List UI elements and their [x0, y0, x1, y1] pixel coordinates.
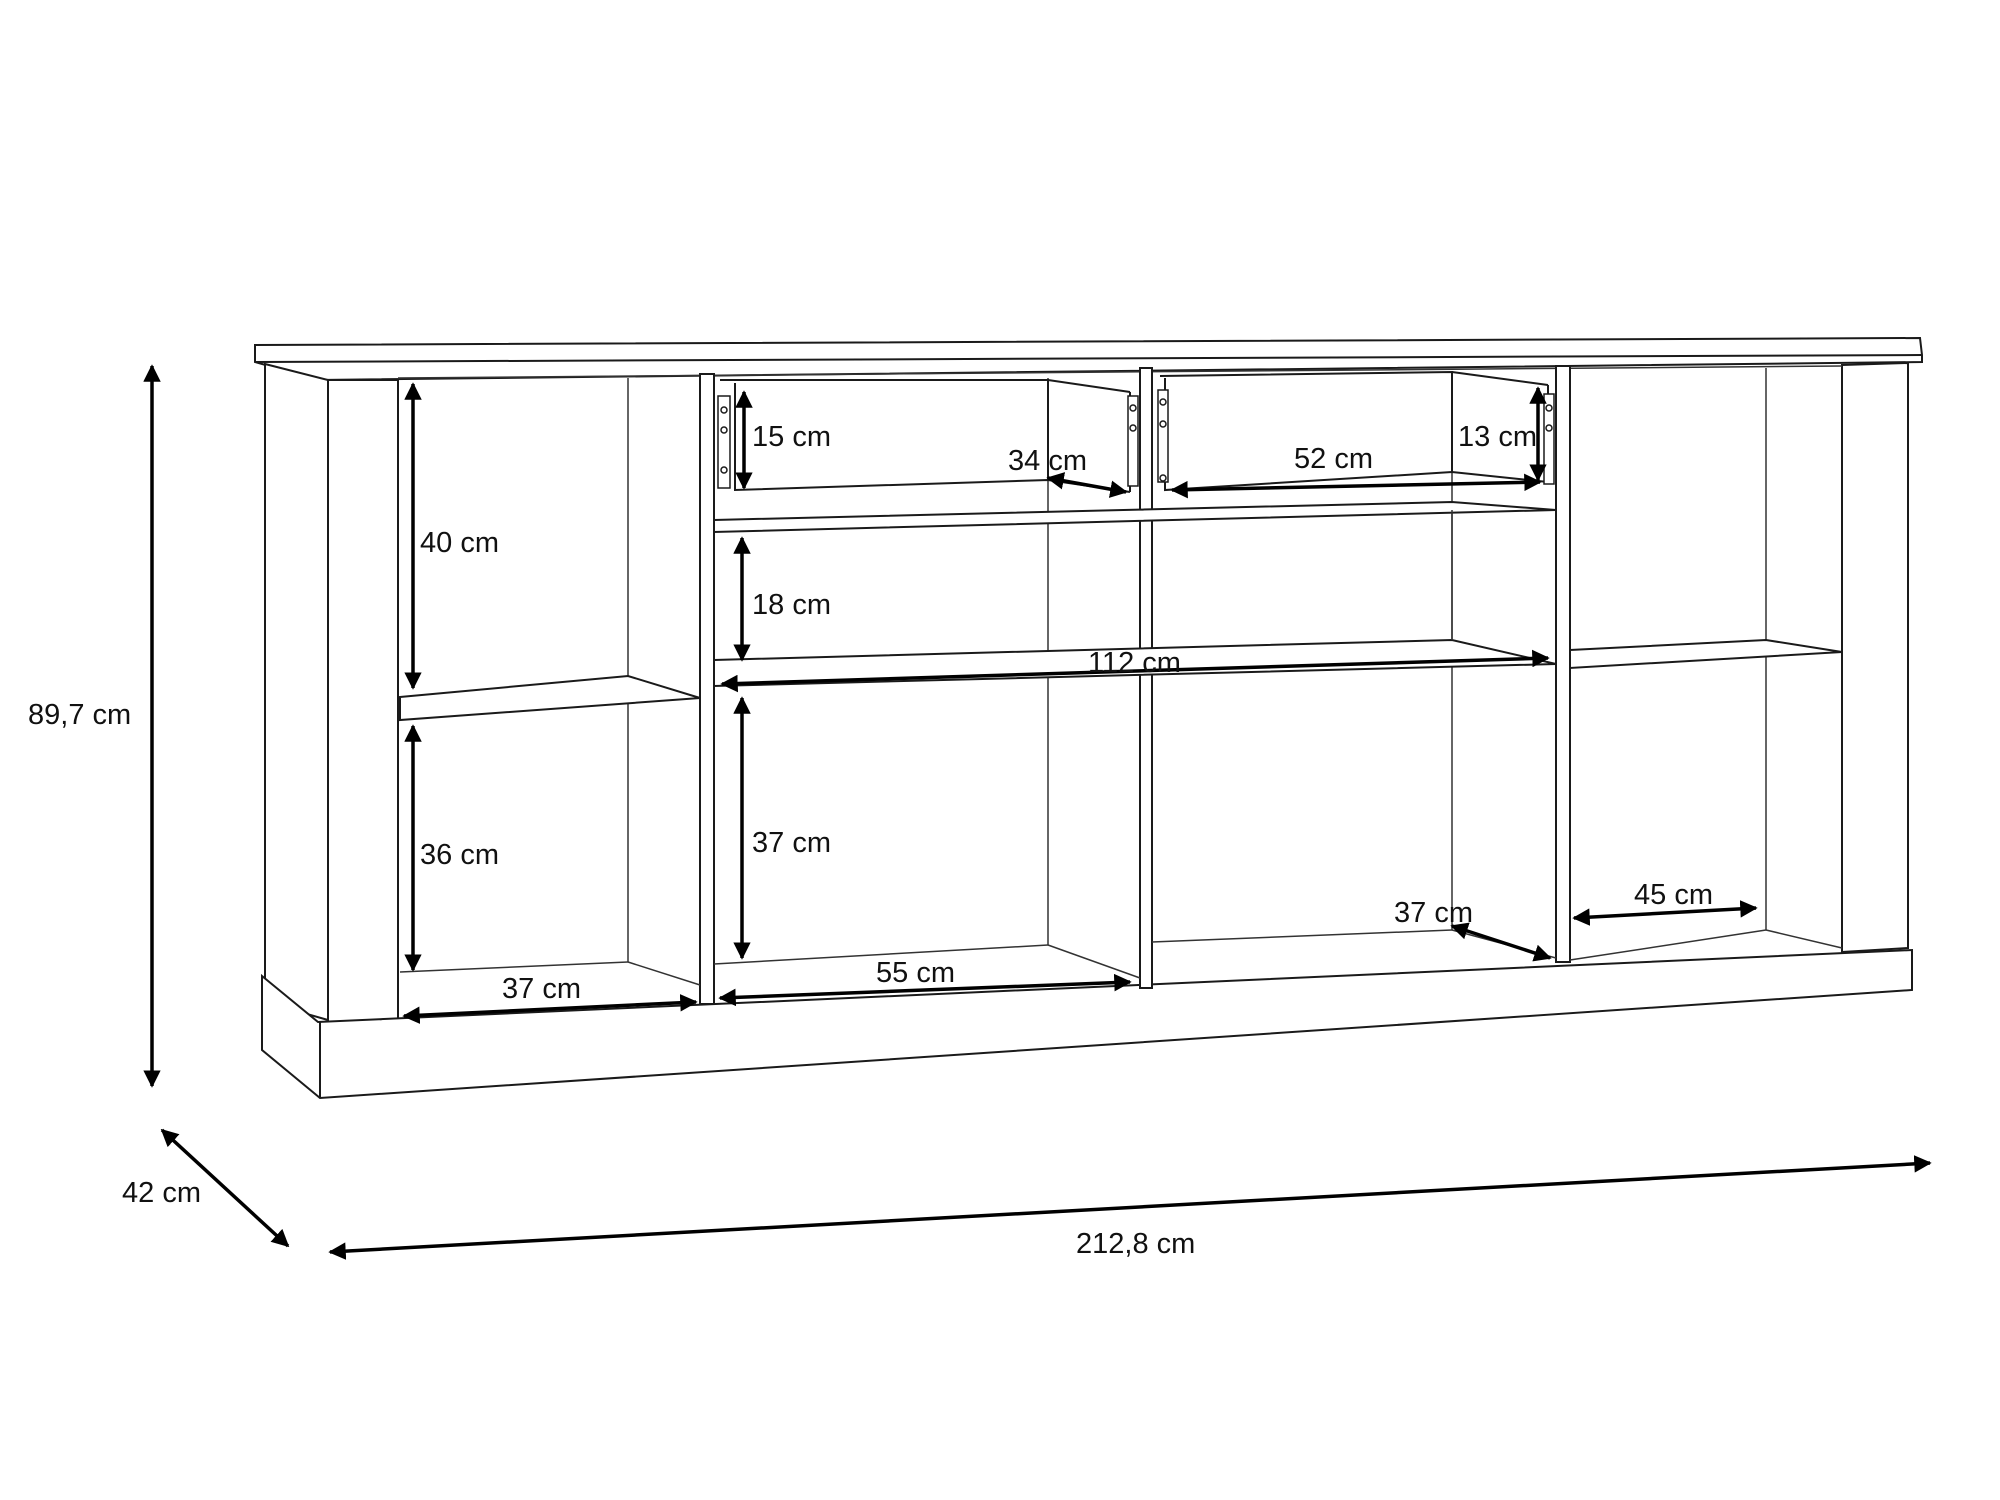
- left-shelf: [399, 674, 701, 722]
- dim-line-right-width: [1572, 900, 1758, 926]
- label-center-right-depth: 37 cm: [1394, 897, 1473, 929]
- divider-1: [699, 373, 715, 1005]
- dimension-labels: 89,7 cm 42 cm 212,8 cm 40 cm 36 cm 37 cm…: [28, 421, 1713, 1260]
- right-pilaster: [1841, 361, 1909, 954]
- dim-line-drawer-left-depth: [1046, 472, 1128, 498]
- dim-line-center-left-width: [718, 973, 1132, 1007]
- label-left-lower: 36 cm: [420, 839, 499, 871]
- dim-line-left-depth: [402, 994, 698, 1024]
- label-left-depth: 37 cm: [502, 973, 581, 1005]
- dimension-lines: [143, 364, 1932, 1260]
- left-side-panel: [264, 362, 329, 1022]
- right-shelf: [1569, 638, 1843, 670]
- label-center-left-width: 55 cm: [876, 957, 955, 989]
- drawer-base-shelf: [713, 500, 1557, 534]
- left-pilaster: [327, 379, 399, 1023]
- dim-line-drawer-right-width: [1170, 473, 1542, 499]
- dim-line-depth-total: [160, 1128, 290, 1248]
- label-drawer-left-depth: 34 cm: [1008, 445, 1087, 477]
- label-left-upper: 40 cm: [420, 527, 499, 559]
- dim-line-center-width: [720, 649, 1550, 693]
- label-drawer-right-height: 13 cm: [1458, 421, 1537, 453]
- label-center-lower: 37 cm: [752, 827, 831, 859]
- sideboard-outline: [254, 336, 1923, 1100]
- label-depth-total: 42 cm: [122, 1177, 201, 1209]
- label-center-upper: 18 cm: [752, 589, 831, 621]
- plinth: [261, 948, 1913, 1100]
- label-drawer-left-height: 15 cm: [752, 421, 831, 453]
- label-drawer-right-width: 52 cm: [1294, 443, 1373, 475]
- dim-line-width-total: [328, 1155, 1932, 1260]
- label-right-width: 45 cm: [1634, 879, 1713, 911]
- drawer-left-runner: [717, 395, 731, 489]
- dim-line-center-right-depth: [1450, 922, 1552, 962]
- divider-3: [1555, 365, 1571, 963]
- label-height-total: 89,7 cm: [28, 699, 131, 731]
- drawer-right-runner: [1157, 389, 1169, 483]
- label-width-total: 212,8 cm: [1076, 1228, 1195, 1260]
- label-center-width: 112 cm: [1088, 647, 1181, 679]
